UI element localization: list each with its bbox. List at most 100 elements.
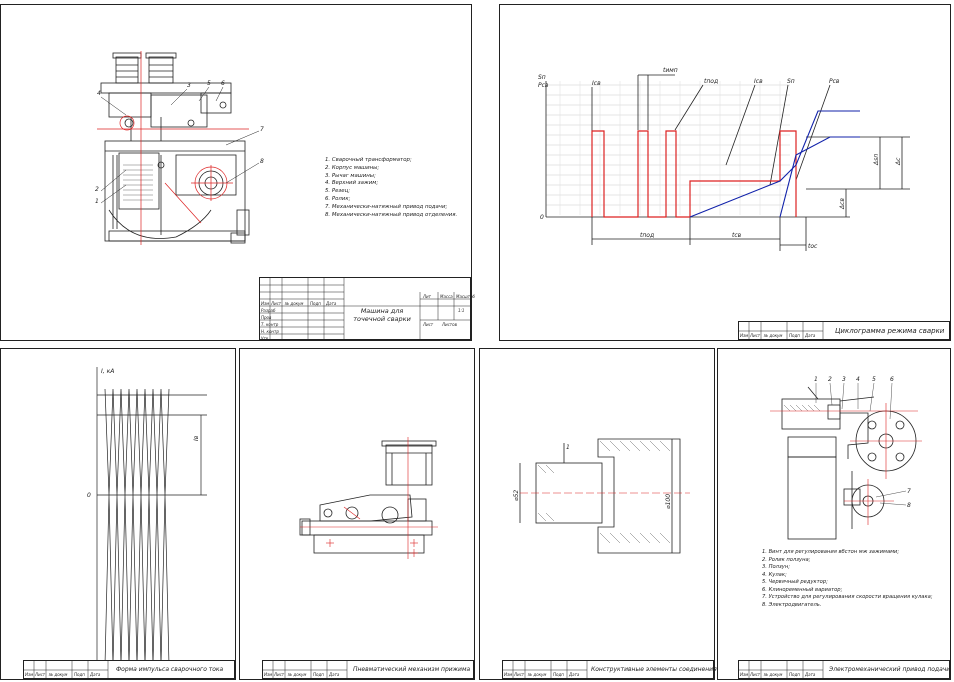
- machine-legend-item: 2. Корпус машины;: [325, 164, 380, 171]
- label-ist-top: Iсв: [754, 78, 763, 85]
- feed-callout-6: 6: [890, 376, 894, 383]
- stamp-header-sign: Подп: [313, 672, 324, 677]
- feed-callout-5: 5: [872, 376, 876, 383]
- stamp-role-nkontr: Н. контр: [261, 329, 279, 334]
- sheet-cyclogram: Sп Pсв Iсв tимп tпод Iсв Sп Pсв 0 tпод t…: [499, 4, 951, 341]
- machine-callout-4: 4: [97, 90, 101, 97]
- stamp-header-date: Дата: [90, 672, 101, 677]
- feed-legend-item: 2. Ролик ползуна;: [762, 556, 811, 563]
- sheet-machine: 4 3 5 6 7 8 2 1 1. Сварочный трансформат…: [0, 4, 475, 341]
- stamp-role-utv: Утв: [261, 336, 269, 341]
- stamp-header-sign: Подп: [310, 301, 321, 306]
- stamp-header-sign: Подп: [789, 333, 800, 338]
- machine-title-block: Изм Лист № докум Подп Дата Разраб Пров Т…: [259, 277, 475, 341]
- machine-sheet-title: Машина для точечной сварки: [353, 307, 411, 323]
- stamp-sheets: Листов: [442, 322, 457, 327]
- cyclogram-title-block: Изм Лист № докум Подп Дата Циклограмма р…: [738, 321, 950, 341]
- feed-legend-item: 1. Винт для регулирования вбстон мж зажи…: [762, 549, 900, 555]
- stamp-ratio: 1:1: [458, 308, 465, 313]
- impulse-chart: I, кА 0 Iв: [87, 367, 207, 667]
- stamp-header-izm: Изм: [25, 672, 34, 677]
- joint-sheet-title: Конструктивные элементы соединения: [591, 666, 717, 673]
- sheet-joint: 1 ⌀52 ⌀100 Изм Лист № докум Подп Дата Ко…: [479, 348, 717, 680]
- stamp-lit: Лит: [423, 294, 431, 299]
- stamp-header-list: Лист: [35, 672, 46, 677]
- stamp-role-tkontr: Т. контр: [261, 322, 279, 327]
- feed-legend-item: 3. Ползун;: [762, 564, 790, 571]
- feed-callout-1: 1: [814, 376, 818, 383]
- stamp-header-sign: Подп: [553, 672, 564, 677]
- stamp-header-date: Дата: [569, 672, 580, 677]
- stamp-header-list: Лист: [514, 672, 525, 677]
- machine-callout-5: 5: [207, 80, 211, 87]
- feed-legend-item: 7. Устройство для регулирования скорости…: [762, 594, 933, 601]
- stamp-header-izm: Изм: [264, 672, 273, 677]
- stamp-header-list: Лист: [274, 672, 285, 677]
- stamp-header-izm: Изм: [261, 301, 270, 306]
- machine-legend-item: 1. Сварочный трансформатор;: [325, 157, 412, 163]
- stamp-header-sign: Подп: [789, 672, 800, 677]
- label-d1: Δsп: [873, 154, 880, 166]
- feed-legend-item: 6. Клиноременный вариатор;: [762, 586, 843, 593]
- stamp-header-date: Дата: [805, 333, 816, 338]
- sheet-impulse: I, кА 0 Iв Изм Лист № докум Подп Дата Фо…: [0, 348, 236, 680]
- machine-legend-item: 4. Верхний зажим;: [325, 180, 379, 187]
- machine-legend-item: 5. Резец;: [325, 188, 351, 195]
- stamp-sheet: Лист: [423, 322, 434, 327]
- machine-legend-item: 7. Механически-натяжный привод подачи;: [325, 203, 448, 210]
- machine-legend: 1. Сварочный трансформатор; 2. Корпус ма…: [325, 157, 457, 220]
- label-sn-top: Sп: [787, 78, 795, 85]
- label-t-pod-dim: tпод: [640, 232, 654, 239]
- feed-legend-item: 4. Кулак;: [762, 571, 787, 578]
- machine-callout-8: 8: [260, 158, 264, 165]
- label-t-os: tос: [808, 243, 818, 250]
- stamp-header-date: Дата: [326, 301, 337, 306]
- feed-legend: 1. Винт для регулирования вбстон мж зажи…: [762, 549, 933, 609]
- stamp-header-doc: № докум: [764, 333, 783, 338]
- stamp-header-doc: № докум: [49, 672, 68, 677]
- stamp-role-razrab: Разраб: [261, 308, 276, 313]
- label-ist: Iсв: [592, 80, 601, 87]
- sheet-clamp: Изм Лист № докум Подп Дата Пневматически…: [239, 348, 475, 680]
- stamp-header-izm: Изм: [740, 333, 749, 338]
- joint-dim-d100: ⌀100: [665, 494, 672, 509]
- machine-callout-1: 1: [95, 198, 99, 205]
- feed-drive-drawing: 1 2 3 4 5 6 7 8: [770, 376, 922, 540]
- current-pulse-line: [591, 130, 797, 218]
- machine-callout-2: 2: [95, 186, 99, 193]
- joint-leader-1: 1: [566, 444, 570, 451]
- feed-legend-item: 8. Электродвигатель.: [762, 601, 822, 608]
- label-t-sv: tсв: [732, 232, 742, 239]
- impulse-sheet-title: Форма импульса сварочного тока: [116, 666, 224, 673]
- stamp-header-doc: № докум: [288, 672, 307, 677]
- machine-callout-3: 3: [187, 82, 191, 89]
- label-sn: Sп: [538, 74, 546, 81]
- stamp-header-date: Дата: [805, 672, 816, 677]
- stamp-mass: Масса: [440, 294, 453, 299]
- label-ka: I, кА: [101, 368, 114, 375]
- label-zero: 0: [540, 214, 544, 221]
- clamp-title-block: Изм Лист № докум Подп Дата Пневматически…: [262, 660, 474, 680]
- feed-callout-3: 3: [842, 376, 846, 383]
- machine-legend-item: 3. Рычаг машины;: [325, 172, 376, 179]
- feed-legend-item: 5. Червячный редуктор;: [762, 579, 828, 586]
- label-zero: 0: [87, 492, 91, 499]
- feed-title-block: Изм Лист № докум Подп Дата Электромехани…: [738, 660, 950, 680]
- stamp-header-date: Дата: [329, 672, 340, 677]
- clamp-drawing: [299, 437, 438, 559]
- joint-dim-d52: ⌀52: [513, 490, 520, 501]
- stamp-header-list: Лист: [750, 333, 761, 338]
- sheet-feed: 1 2 3 4 5 6 7 8 1. Винт для регулировани…: [717, 348, 951, 680]
- clamp-sheet-title: Пневматический механизм прижима: [353, 666, 471, 673]
- cyclogram-chart: Sп Pсв Iсв tимп tпод Iсв Sп Pсв 0 tпод t…: [538, 67, 910, 251]
- label-psv: Pсв: [538, 82, 549, 89]
- impulse-title-block: Изм Лист № докум Подп Дата Форма импульс…: [23, 660, 235, 680]
- feed-callout-4: 4: [856, 376, 860, 383]
- label-d3: Δсв: [839, 198, 846, 210]
- feed-callout-8: 8: [907, 502, 911, 509]
- stamp-header-doc: № докум: [528, 672, 547, 677]
- feed-callout-2: 2: [828, 376, 832, 383]
- displacement-curve: [779, 136, 860, 218]
- joint-title-block: Изм Лист № докум Подп Дата Конструктивны…: [502, 660, 717, 680]
- label-t-pod: tпод: [704, 78, 718, 85]
